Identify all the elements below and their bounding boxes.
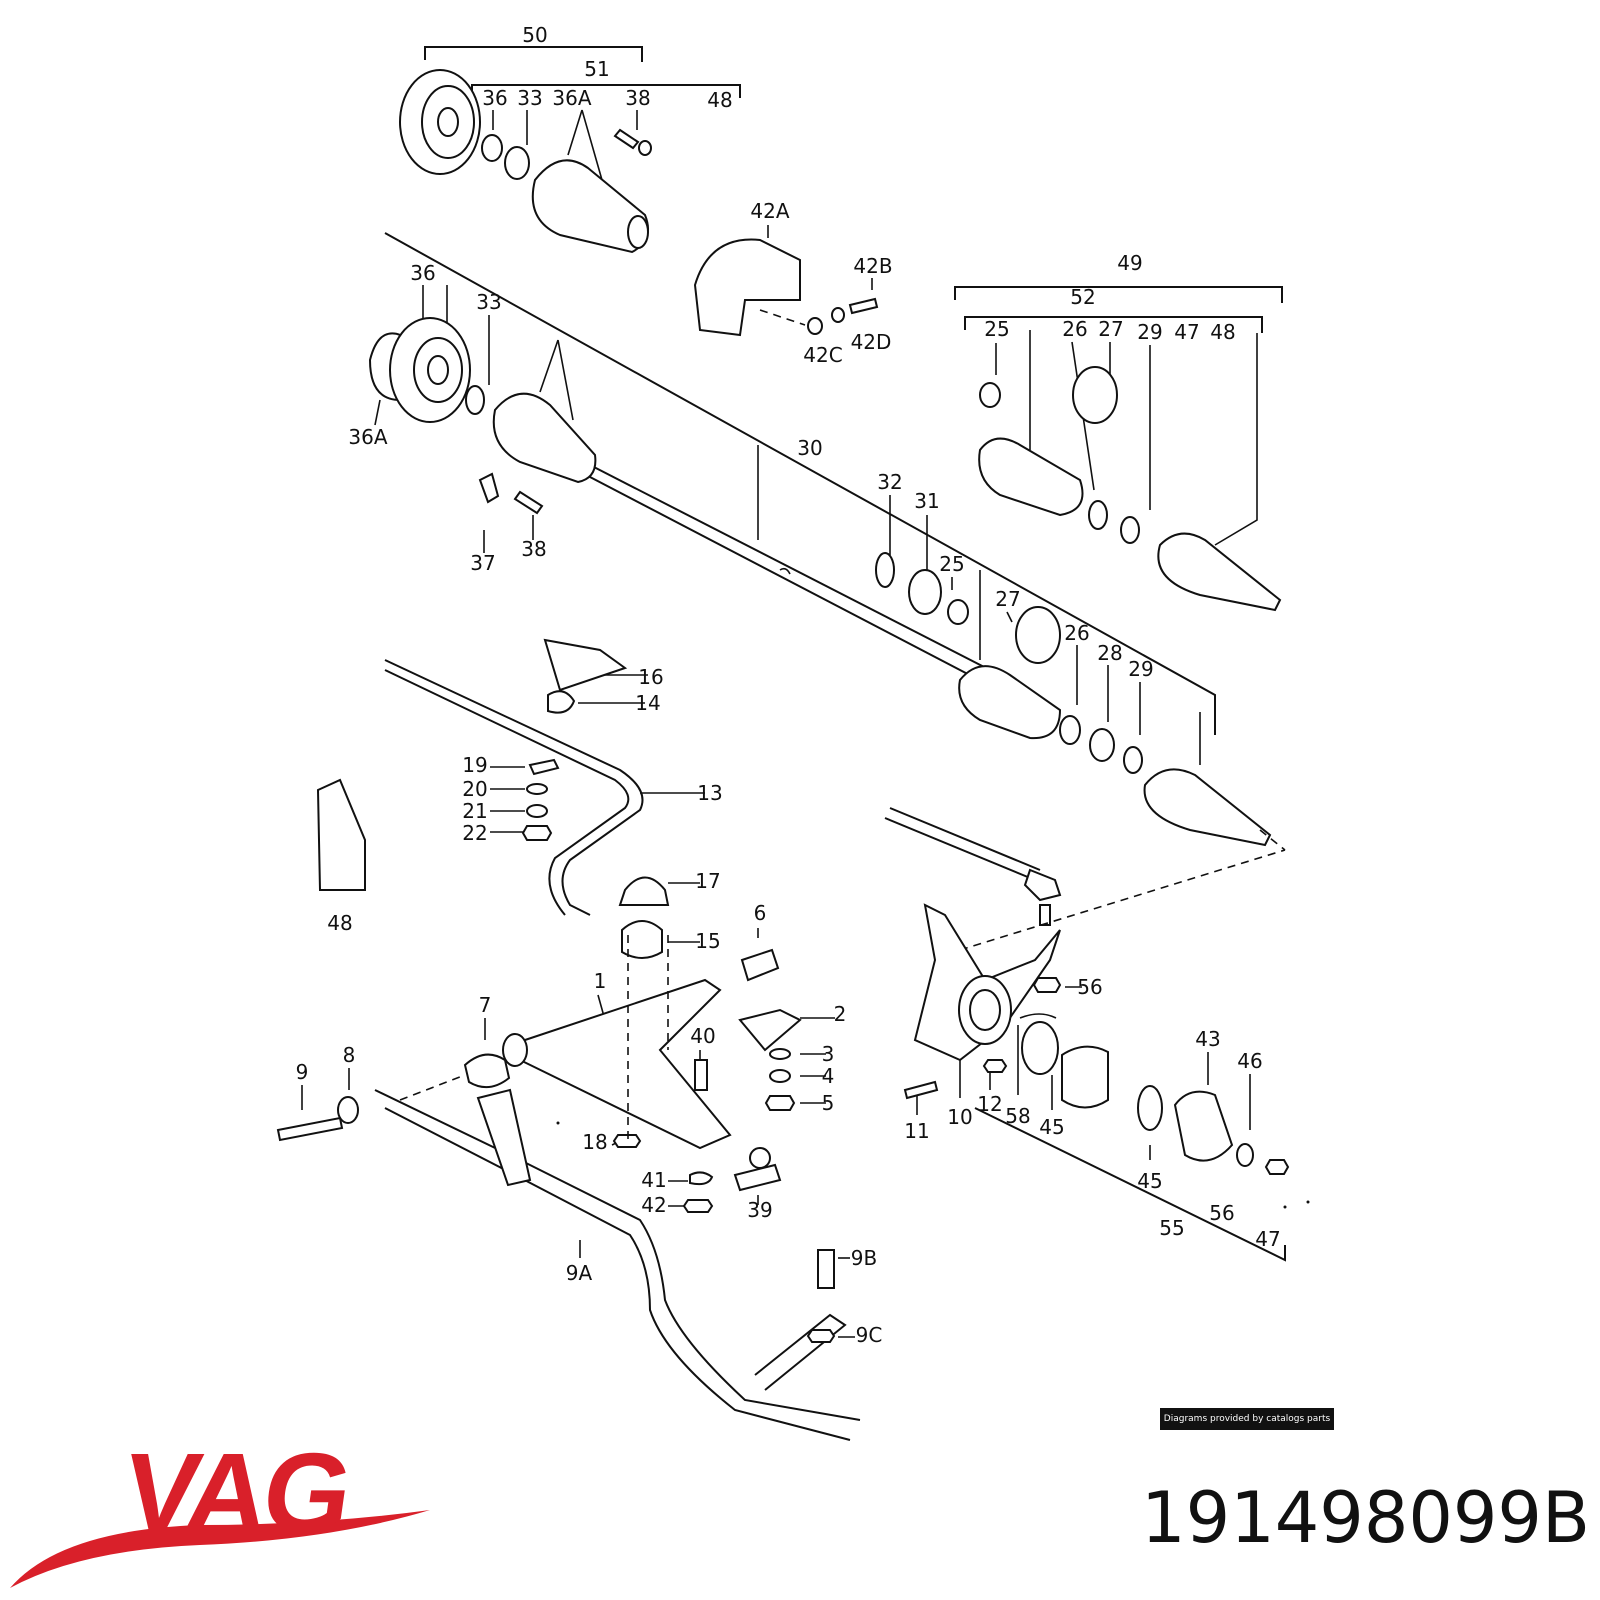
- callout-label: 38: [521, 537, 546, 561]
- callout-label: 47: [1174, 320, 1199, 344]
- suspension-parts: [276, 638, 861, 1441]
- specks: [556, 1121, 1310, 1209]
- callout-label: 41: [641, 1168, 666, 1192]
- vag-logo: VAG: [116, 1430, 357, 1555]
- callout-label: 56: [1209, 1201, 1234, 1225]
- callout-label: 21: [462, 799, 487, 823]
- callout-label: 7: [479, 993, 492, 1017]
- callout-label: 47: [1255, 1227, 1280, 1251]
- callout-label: 52: [1070, 285, 1095, 309]
- callout-label: 14: [635, 691, 660, 715]
- callout-label: 43: [1195, 1027, 1220, 1051]
- callout-label: 36: [410, 261, 435, 285]
- callout-label: 25: [939, 552, 964, 576]
- cv-joint-parts: [368, 69, 1282, 847]
- vag-logo-swoosh: [10, 1510, 430, 1588]
- callout-label: 9B: [851, 1246, 877, 1270]
- callout-label: 48: [327, 911, 352, 935]
- callout-label: 33: [517, 86, 542, 110]
- callout-label: 15: [695, 929, 720, 953]
- callout-label: 51: [584, 57, 609, 81]
- callout-label: 9A: [566, 1261, 593, 1285]
- callout-label: 9C: [856, 1323, 883, 1347]
- callout-label: 45: [1039, 1115, 1064, 1139]
- callout-label: 9: [296, 1060, 309, 1084]
- callout-label: 31: [914, 489, 939, 513]
- callout-label: 36: [482, 86, 507, 110]
- callout-label: 37: [470, 551, 495, 575]
- callout-label: 12: [977, 1092, 1002, 1116]
- callout-label: 13: [697, 781, 722, 805]
- callout-label: 42B: [853, 254, 892, 278]
- callout-label: 27: [1098, 317, 1123, 341]
- callout-label: 20: [462, 777, 487, 801]
- callout-label: 16: [638, 665, 663, 689]
- callout-label: 11: [904, 1119, 929, 1143]
- callout-label: 55: [1159, 1216, 1184, 1240]
- group-brackets: [384, 46, 1286, 1262]
- callout-label: 42A: [750, 199, 789, 223]
- callout-label: 36A: [348, 425, 387, 449]
- callout-label: 26: [1062, 317, 1087, 341]
- callout-label: 49: [1117, 251, 1142, 275]
- callout-label: 18: [582, 1130, 607, 1154]
- knuckle-and-hub: [884, 807, 1290, 1175]
- callout-label: 50: [522, 23, 547, 47]
- callout-label: 42: [641, 1193, 666, 1217]
- callout-label: 38: [625, 86, 650, 110]
- callout-label: 30: [797, 436, 822, 460]
- callout-label: 5: [822, 1091, 835, 1115]
- callout-label: 45: [1137, 1169, 1162, 1193]
- callout-label: 39: [747, 1198, 772, 1222]
- callout-label: 27: [995, 587, 1020, 611]
- callout-label: 3: [822, 1042, 835, 1066]
- callout-label: 46: [1237, 1049, 1262, 1073]
- callout-label: 48: [707, 88, 732, 112]
- callout-label: 42D: [851, 330, 892, 354]
- callout-label: 8: [343, 1043, 356, 1067]
- callout-label: 29: [1128, 657, 1153, 681]
- callout-label: 58: [1005, 1104, 1030, 1128]
- callout-label: 48: [1210, 320, 1235, 344]
- callout-label: 29: [1137, 320, 1162, 344]
- callout-label: 40: [690, 1024, 715, 1048]
- heat-shield: [693, 238, 879, 337]
- callout-label: 2: [834, 1002, 847, 1026]
- drive-shaft: [589, 464, 991, 683]
- callout-label: 26: [1064, 621, 1089, 645]
- callout-label: 25: [984, 317, 1009, 341]
- callout-label: 28: [1097, 641, 1122, 665]
- callout-label: 36A: [552, 86, 591, 110]
- callout-label: 6: [754, 901, 767, 925]
- callout-label: 10: [947, 1105, 972, 1129]
- callout-label: 33: [476, 290, 501, 314]
- callout-label: 32: [877, 470, 902, 494]
- callout-label: 1: [594, 969, 607, 993]
- callout-label: 42C: [803, 343, 842, 367]
- callout-label: 17: [695, 869, 720, 893]
- part-number: 191498099B: [1141, 1477, 1590, 1559]
- callout-label: 56: [1077, 975, 1102, 999]
- callout-label: 4: [822, 1064, 835, 1088]
- callout-label: 22: [462, 821, 487, 845]
- callout-label: 19: [462, 753, 487, 777]
- diagram-credit: Diagrams provided by catalogs parts: [1160, 1408, 1334, 1430]
